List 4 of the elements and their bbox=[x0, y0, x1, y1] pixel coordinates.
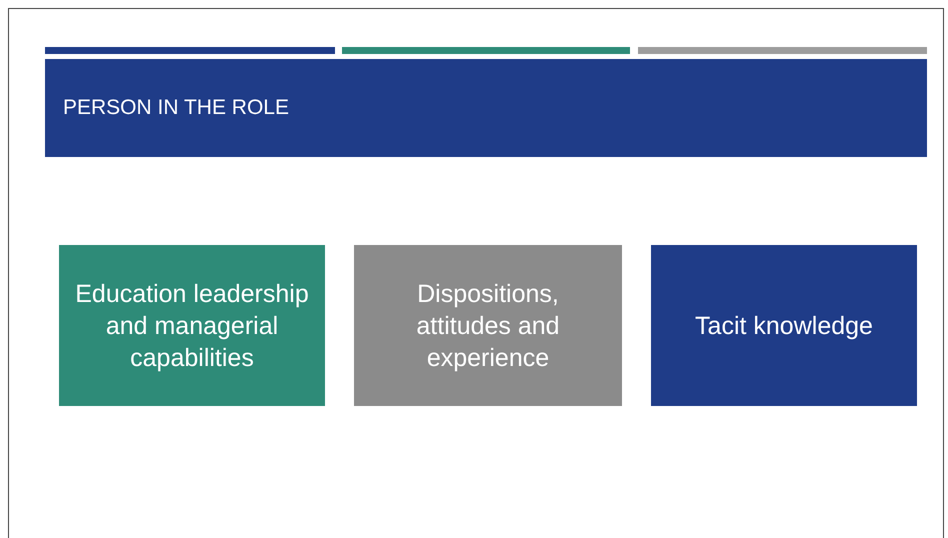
category-box: Education leadership and managerial capabilities bbox=[59, 245, 325, 406]
title-band: PERSON IN THE ROLE bbox=[45, 59, 927, 157]
category-box: Tacit knowledge bbox=[651, 245, 917, 406]
category-box: Dispositions, attitudes and experience bbox=[354, 245, 622, 406]
